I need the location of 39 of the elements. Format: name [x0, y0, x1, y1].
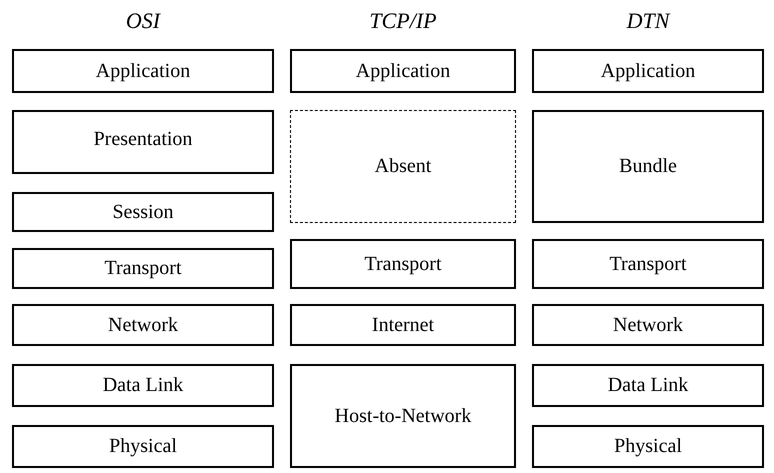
- layer-label: Network: [613, 314, 683, 336]
- layer-box: [12, 364, 274, 407]
- layer-label: Transport: [104, 257, 182, 280]
- layer-label: Application: [96, 60, 190, 82]
- layer-label: Application: [600, 60, 696, 82]
- layer-box: [12, 425, 274, 468]
- layer-box: [12, 304, 274, 346]
- column-heading: OSI: [124, 8, 162, 34]
- layer-box: [290, 49, 516, 93]
- layer-box: [290, 364, 516, 468]
- layer-box: [532, 49, 764, 93]
- layer-label: Data Link: [608, 374, 688, 397]
- layer-box: [12, 49, 274, 93]
- layer-box: [290, 304, 516, 346]
- layer-box: [532, 425, 764, 468]
- layer-box: [290, 110, 516, 223]
- layer-label: Physical: [109, 435, 177, 458]
- layer-label: Physical: [614, 435, 682, 458]
- layer-label: Absent: [374, 155, 432, 178]
- layer-label: Session: [112, 200, 174, 224]
- column-heading: TCP/IP: [368, 8, 438, 34]
- layer-label: Network: [108, 314, 178, 336]
- layer-label: Bundle: [619, 155, 677, 178]
- layer-label: Transport: [364, 252, 442, 276]
- layer-label: Presentation: [94, 128, 192, 150]
- layer-box: [12, 192, 274, 232]
- layer-label: Internet: [372, 314, 434, 336]
- layer-label: Application: [356, 60, 450, 82]
- layer-box: [12, 248, 274, 289]
- layer-box: [532, 304, 764, 346]
- layer-box: [290, 239, 516, 289]
- column-heading: DTN: [625, 8, 672, 34]
- layer-label: Transport: [609, 252, 687, 276]
- layer-box: [532, 239, 764, 289]
- layer-box: [532, 110, 764, 223]
- layer-label: Host-to-Network: [334, 404, 472, 428]
- layer-box: [532, 364, 764, 407]
- layer-label: Data Link: [102, 374, 184, 397]
- layer-box: [12, 110, 274, 174]
